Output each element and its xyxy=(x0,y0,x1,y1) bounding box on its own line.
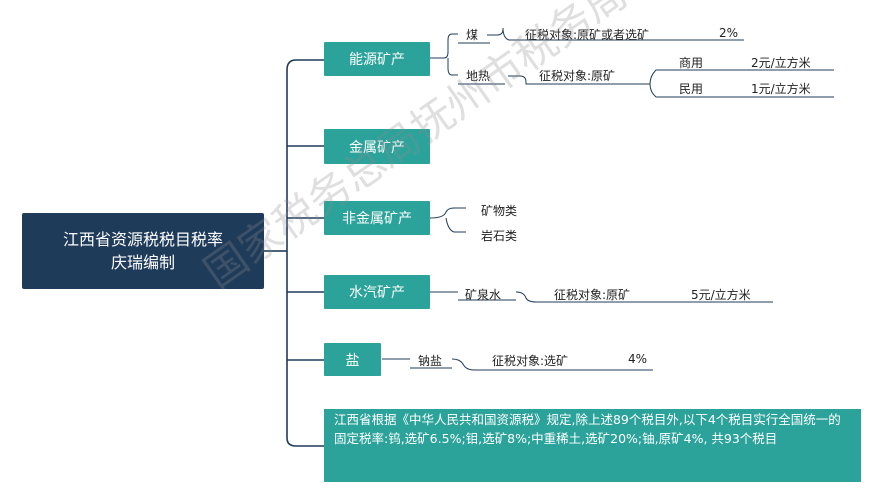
root-title: 江西省资源税税目税率 xyxy=(62,230,223,249)
salt-object: 征税对象:选矿 xyxy=(492,354,569,368)
category-salt: 盐 xyxy=(324,343,381,376)
coal-rate: 2% xyxy=(719,26,739,40)
category-energy: 能源矿产 xyxy=(324,42,430,76)
water-label: 矿泉水 xyxy=(465,288,502,302)
geothermal-object: 征税对象:原矿 xyxy=(539,69,616,83)
category-nonmetal: 非金属矿产 xyxy=(324,201,430,235)
category-metal: 金属矿产 xyxy=(324,129,430,164)
geothermal-civil-label: 民用 xyxy=(679,82,704,96)
nonmetal-mineral: 矿物类 xyxy=(481,204,518,218)
geothermal-label: 地热 xyxy=(466,69,491,83)
root-node: 江西省资源税税目税率 庆瑞编制 xyxy=(22,213,264,289)
note-box: 江西省根据《中华人民共和国资源税》规定,除上述89个税目外,以下4个税目实行全国… xyxy=(324,409,861,482)
category-water: 水汽矿产 xyxy=(324,275,430,309)
geothermal-commercial-label: 商用 xyxy=(679,56,704,70)
salt-rate: 4% xyxy=(628,352,648,366)
nonmetal-rock: 岩石类 xyxy=(481,229,518,243)
geothermal-civil-rate: 1元/立方米 xyxy=(751,82,811,96)
coal-object: 征税对象:原矿或者选矿 xyxy=(525,28,650,42)
water-rate: 5元/立方米 xyxy=(691,288,751,302)
root-subtitle: 庆瑞编制 xyxy=(110,253,175,272)
salt-label: 钠盐 xyxy=(418,354,443,368)
coal-label: 煤 xyxy=(466,28,479,42)
geothermal-commercial-rate: 2元/立方米 xyxy=(751,56,811,70)
water-object: 征税对象:原矿 xyxy=(554,288,631,302)
